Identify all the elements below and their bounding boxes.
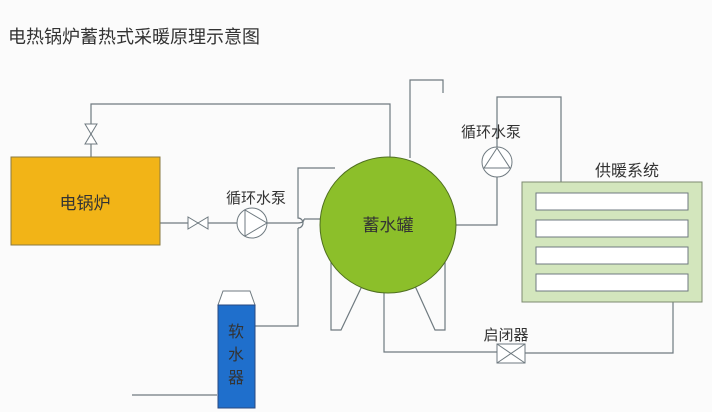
pipe-heating-return xyxy=(525,302,674,354)
diagram-title: 电热锅炉蓄热式采暖原理示意图 xyxy=(8,27,260,48)
storage-tank: 蓄水罐 xyxy=(319,156,457,294)
tank-legs xyxy=(330,262,446,331)
vent-pipe xyxy=(409,79,444,158)
radiator-bar xyxy=(535,219,689,238)
boiler-label: 电锅炉 xyxy=(60,194,111,214)
electric-boiler: 电锅炉 xyxy=(10,156,161,246)
softener-label-1: 软 xyxy=(228,322,244,341)
pipe-boiler-top xyxy=(90,103,391,158)
pipe-tank-heating xyxy=(455,96,562,226)
pipes xyxy=(90,79,674,396)
radiator-bar xyxy=(535,273,689,292)
pump-left-icon xyxy=(236,207,268,239)
pipe-softener-up xyxy=(255,228,299,327)
pipe-tank-return xyxy=(383,292,497,353)
heating-system xyxy=(521,181,703,303)
pump-right-label: 循环水泵 xyxy=(461,123,521,141)
radiator-bar xyxy=(535,246,689,265)
water-softener: 软 水 器 xyxy=(217,290,256,409)
pump-left-label: 循环水泵 xyxy=(226,189,286,207)
shutoff-valve-icon xyxy=(496,343,526,364)
softener-label-3: 器 xyxy=(228,368,244,387)
radiator-bar xyxy=(535,192,689,211)
tank-label: 蓄水罐 xyxy=(363,216,414,236)
pipe-softener-tank xyxy=(297,167,335,229)
shutoff-valve-label: 启闭器 xyxy=(483,326,528,344)
pump-right-icon xyxy=(481,146,513,178)
softener-label-2: 水 xyxy=(228,345,244,364)
valve-left-icon xyxy=(187,216,209,230)
valve-top-icon xyxy=(84,123,98,145)
heating-system-label: 供暖系统 xyxy=(595,161,659,180)
